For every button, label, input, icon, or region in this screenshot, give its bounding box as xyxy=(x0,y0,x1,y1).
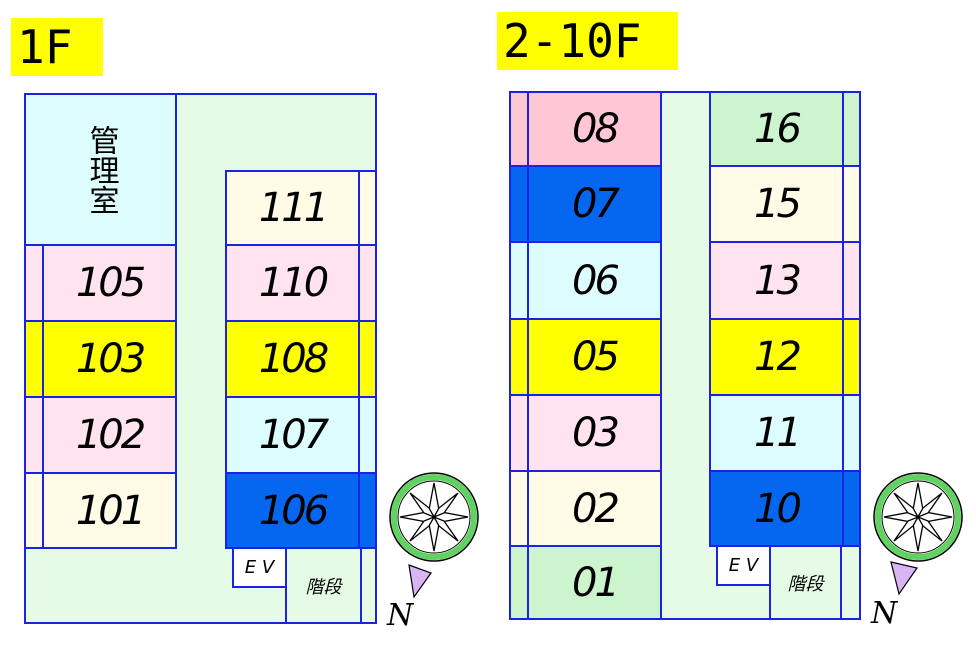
room-101[interactable]: 101 xyxy=(42,472,177,549)
room-111[interactable]: 111 xyxy=(225,170,360,246)
room-101-strip xyxy=(24,472,44,549)
compass-north-label: N xyxy=(386,598,415,630)
floor-1-title: 1F xyxy=(11,18,103,76)
room-102-strip xyxy=(24,396,44,474)
room-10[interactable]: 10 xyxy=(709,470,844,547)
room-07[interactable]: 07 xyxy=(527,165,662,243)
room-10-strip xyxy=(842,470,861,547)
room-01[interactable]: 01 xyxy=(527,545,662,620)
room-11-strip xyxy=(842,394,861,472)
room-16-strip xyxy=(842,91,861,167)
room-106[interactable]: 106 xyxy=(225,472,360,549)
room-12-strip xyxy=(842,318,861,396)
room-108-strip xyxy=(358,320,377,398)
room-11[interactable]: 11 xyxy=(709,394,844,472)
elevator-upper: E V xyxy=(716,545,771,586)
room-102[interactable]: 102 xyxy=(42,396,177,474)
room-15[interactable]: 15 xyxy=(709,165,844,243)
room-05-strip xyxy=(509,318,529,396)
room-108[interactable]: 108 xyxy=(225,320,360,398)
compass-icon-upper: N xyxy=(870,472,963,630)
room-107[interactable]: 107 xyxy=(225,396,360,474)
room-13[interactable]: 13 xyxy=(709,241,844,320)
room-105[interactable]: 105 xyxy=(42,244,177,322)
room-02[interactable]: 02 xyxy=(527,470,662,547)
room-08-strip xyxy=(509,91,529,167)
elevator: E V xyxy=(232,547,287,588)
stairs-upper: 階段 xyxy=(769,545,842,620)
office-room: 管理室 xyxy=(24,93,177,246)
room-02-strip xyxy=(509,470,529,547)
room-107-strip xyxy=(358,396,377,474)
room-01-strip xyxy=(509,545,529,620)
room-103[interactable]: 103 xyxy=(42,320,177,398)
room-103-strip xyxy=(24,320,44,398)
room-105-strip xyxy=(24,244,44,322)
room-06[interactable]: 06 xyxy=(527,241,662,320)
room-13-strip xyxy=(842,241,861,320)
room-03-strip xyxy=(509,394,529,472)
stairs: 階段 xyxy=(285,547,362,624)
compass-icon: N xyxy=(386,472,479,630)
room-15-strip xyxy=(842,165,861,243)
room-111-strip xyxy=(358,170,377,246)
room-03[interactable]: 03 xyxy=(527,394,662,472)
room-110-strip xyxy=(358,244,377,322)
room-05[interactable]: 05 xyxy=(527,318,662,396)
room-12[interactable]: 12 xyxy=(709,318,844,396)
room-110[interactable]: 110 xyxy=(225,244,360,322)
room-07-strip xyxy=(509,165,529,243)
floor-2-10-title: 2-10F xyxy=(497,12,678,70)
compass-north-label-upper: N xyxy=(870,596,899,630)
room-08[interactable]: 08 xyxy=(527,91,662,167)
room-06-strip xyxy=(509,241,529,320)
room-16[interactable]: 16 xyxy=(709,91,844,167)
room-106-strip xyxy=(358,472,377,549)
